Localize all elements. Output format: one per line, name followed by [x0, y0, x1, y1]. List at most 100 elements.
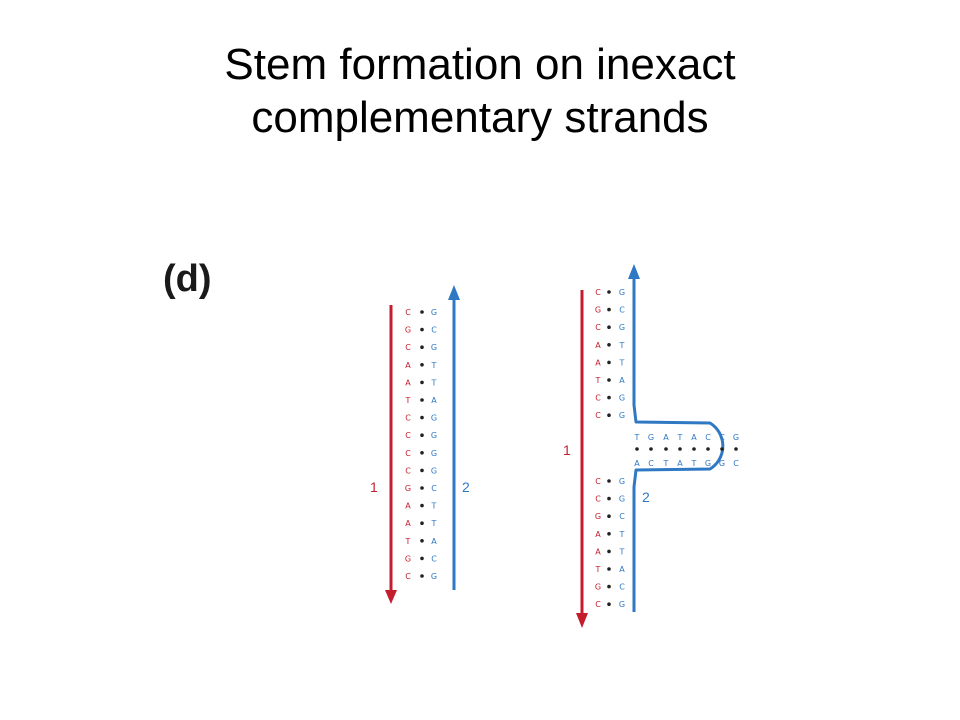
strand-1-base: C [595, 600, 601, 609]
pair-dot [607, 584, 611, 589]
strand-1-base: C [405, 431, 411, 440]
loop-pair-dot [649, 447, 653, 451]
right-strand-2-arrowhead [628, 264, 640, 279]
loop-top-base: C [719, 433, 725, 442]
strand-2-base: T [619, 358, 625, 367]
pair-dot [420, 433, 424, 438]
strand-2-base: G [431, 431, 437, 440]
strand-2-base: C [431, 554, 437, 563]
loop-top-base: A [691, 433, 697, 442]
loop-top-base: G [648, 433, 654, 442]
pair-dot [607, 325, 611, 330]
strand-1-base: T [405, 537, 411, 546]
strand-1-base: C [595, 323, 601, 332]
strand-2-base: G [619, 495, 625, 504]
pair-dot [420, 415, 424, 420]
strand-2-base: T [431, 502, 437, 511]
strand-1-base: G [595, 583, 601, 592]
strand-1-base: A [595, 341, 601, 350]
loop-bottom-base: G [719, 459, 725, 468]
strand-2-base: C [619, 583, 625, 592]
strand-2-base: A [431, 537, 437, 546]
strand-1-base: G [595, 512, 601, 521]
pair-dot [607, 378, 611, 382]
strand-1-base: C [405, 449, 411, 458]
loop-bottom-base: C [733, 459, 739, 468]
strand-2-base: G [619, 394, 625, 403]
strand-1-base: G [405, 326, 411, 335]
strand-2-base: T [431, 519, 437, 528]
strand-1-base: T [595, 565, 601, 574]
pair-dot [607, 532, 611, 536]
left-strand-2-label: 2 [462, 479, 470, 495]
strand-2-base: G [619, 600, 625, 609]
strand-1-base: A [405, 378, 411, 387]
right-strand-2-label: 2 [642, 489, 650, 505]
loop-top-base: T [634, 433, 640, 442]
strand-1-base: G [595, 306, 601, 315]
left-strand-1-arrowhead [385, 590, 397, 604]
strand-1-base: G [405, 554, 411, 563]
slide-title: Stem formation on inexact complementary … [0, 38, 960, 144]
pair-dot [607, 549, 611, 554]
loop-top-base: G [733, 433, 739, 442]
strand-1-base: A [405, 502, 411, 511]
strand-1-base: T [595, 376, 601, 385]
pair-dot [607, 307, 611, 312]
strand-2-base: G [619, 477, 625, 486]
pair-dot [420, 486, 424, 490]
strand-2-base: A [619, 376, 625, 385]
strand-1-base: C [405, 466, 411, 475]
strand-2-base: C [431, 484, 437, 493]
loop-top-base: T [677, 433, 683, 442]
strand-2-base: G [431, 466, 437, 475]
strand-1-base: C [405, 343, 411, 352]
strand-2-base: T [431, 361, 437, 370]
pair-dot [420, 521, 424, 525]
loop-pair-dot [635, 447, 639, 451]
strand-1-base: C [595, 288, 601, 297]
pair-dot [607, 479, 611, 483]
title-line-2: complementary strands [251, 93, 709, 142]
strand-1-base: C [595, 477, 601, 486]
loop-pair-dot [678, 447, 682, 451]
loop-pair-dot [706, 447, 710, 451]
loop-bottom-base: A [634, 459, 640, 468]
strand-2-base: G [431, 449, 437, 458]
strand-1-base: C [595, 411, 601, 420]
pair-dot [420, 574, 424, 578]
strand-2-base: C [431, 326, 437, 335]
pair-dot [420, 327, 424, 332]
strand-2-base: A [431, 396, 437, 405]
pair-dot [420, 380, 424, 385]
pair-dot [420, 503, 424, 508]
pair-dot [420, 398, 424, 402]
loop-bottom-base: C [648, 459, 654, 468]
pair-dot [420, 468, 424, 473]
title-line-1: Stem formation on inexact [224, 40, 736, 89]
loop-bottom-base: T [663, 459, 669, 468]
strand-1-base: G [405, 484, 411, 493]
loop-bottom-base: A [677, 459, 683, 468]
strand-1-base: C [595, 394, 601, 403]
strand-2-base: G [619, 288, 625, 297]
right-strand-1-arrowhead [576, 613, 588, 628]
strand-1-base: C [595, 495, 601, 504]
loop-top-base: A [663, 433, 669, 442]
strand-2-base: G [431, 308, 437, 317]
strand-2-base: G [619, 411, 625, 420]
strand-2-base: A [619, 565, 625, 574]
strand-2-base: G [431, 572, 437, 581]
strand-2-base: C [619, 512, 625, 521]
strand-1-base: A [405, 361, 411, 370]
strand-1-base: C [405, 572, 411, 581]
loop-pair-dot [664, 447, 668, 451]
pair-dot [420, 556, 424, 561]
loop-bottom-base: T [691, 459, 697, 468]
strand-1-base: C [405, 308, 411, 317]
